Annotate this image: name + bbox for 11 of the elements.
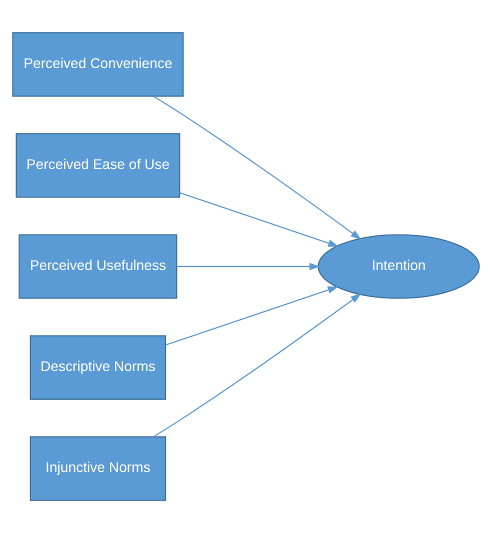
arrow [152, 96, 362, 240]
node-box: Perceived Usefulness [18, 234, 178, 299]
arrow [176, 262, 320, 270]
arrow [166, 286, 338, 346]
node-box: Perceived Convenience [12, 32, 184, 97]
arrow [180, 192, 339, 247]
node-ellipse: Intention [318, 234, 480, 299]
node-box: Perceived Ease of Use [16, 133, 180, 198]
node-box: Descriptive Norms [30, 335, 166, 400]
arrow [152, 293, 362, 438]
node-box: Injunctive Norms [30, 436, 166, 501]
